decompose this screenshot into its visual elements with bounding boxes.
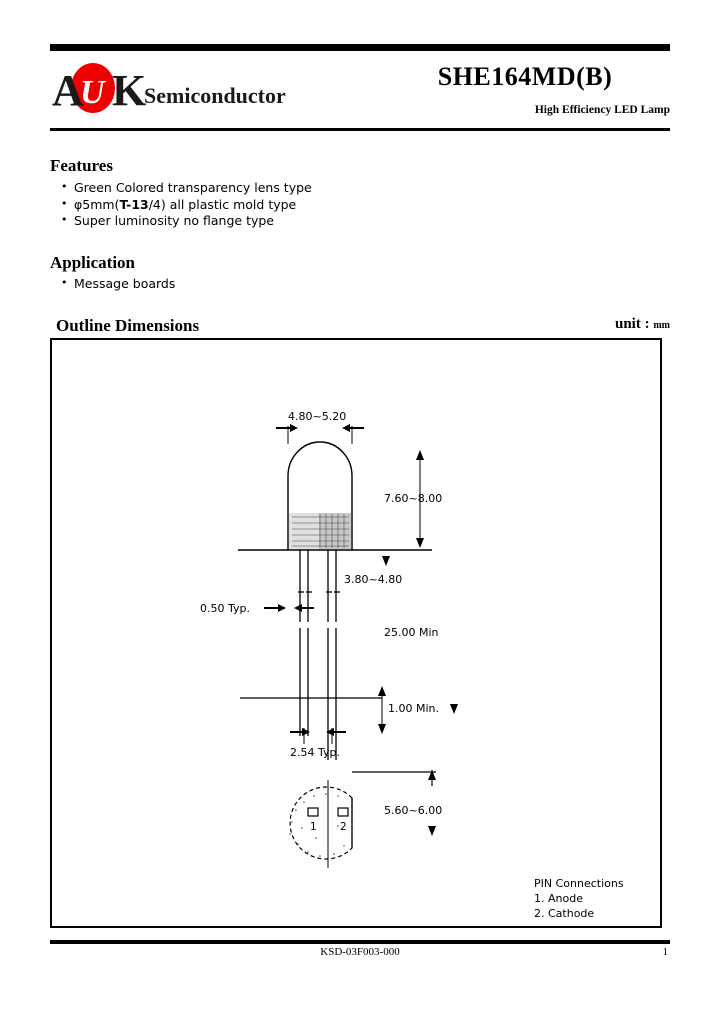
bottom-view-pin1-pad	[307, 807, 319, 817]
led-base-hatch	[289, 513, 351, 549]
dim-body-width-group: 3.80~4.80	[344, 556, 402, 586]
page-title: SHE164MD(B)	[437, 62, 613, 91]
outline-drawing-frame: 4.80~5.20	[50, 338, 662, 928]
dim-lead-length-group: 25.00 Min	[384, 626, 439, 639]
logo-letter-k: K	[112, 66, 146, 115]
footer-page-number: 1	[662, 946, 669, 958]
auk-logo-svg: A U K Semiconductor	[52, 63, 286, 115]
dim-lead-spacing-arrow-left-head	[302, 728, 310, 736]
auk-logo: A U K Semiconductor	[50, 62, 350, 120]
unit-label-value: mm	[653, 320, 670, 331]
logo-wordmark: Semiconductor	[144, 83, 286, 108]
dim-bottom-diameter-group: 5.60~6.00	[352, 770, 442, 836]
bottom-view-stipple	[289, 793, 345, 857]
outline-dimensions-heading: Outline Dimensions	[56, 316, 200, 335]
dim-lead-standoff-tick	[450, 704, 458, 714]
pin-connections-heading: PIN Connections	[534, 877, 624, 890]
feature-item-3-label: Super luminosity no flange type	[74, 213, 274, 228]
bottom-view-pin2-label: 2	[340, 821, 347, 833]
dim-body-height-label: 7.60~8.00	[384, 492, 442, 505]
features-heading: Features	[50, 156, 113, 175]
dim-lead-length-label: 25.00 Min	[384, 626, 439, 639]
dim-body-height-group: 7.60~8.00	[384, 450, 442, 548]
bottom-view-pin2-pad	[337, 807, 349, 817]
logo-red-ellipse	[71, 63, 115, 113]
dim-lead-spacing-group: 2.54 Typ.	[290, 728, 346, 759]
led-leads-group	[298, 550, 340, 760]
bottom-view-circle	[289, 786, 353, 860]
dim-lead-thickness-arrow-left-head	[278, 604, 286, 612]
logo-letter-a: A	[52, 66, 84, 115]
unit-label-text: unit :	[614, 316, 650, 332]
dim-lens-arrow-right-head	[342, 424, 350, 432]
dim-lead-thickness-label: 0.50 Typ.	[200, 602, 250, 615]
dim-lens-diameter-group: 4.80~5.20	[276, 410, 364, 444]
feature-item-1: Green Colored transparency lens type	[58, 179, 312, 197]
dim-lead-standoff-arrow-bottom	[378, 724, 386, 734]
unit-label: unit : mm	[615, 316, 670, 333]
application-item-1: Message boards	[58, 275, 176, 293]
dim-bottom-diameter-label: 5.60~6.00	[384, 804, 442, 817]
application-list: Message boards	[58, 275, 176, 293]
feature-item-2-strong: T-13	[119, 196, 149, 212]
feature-item-2-post: /4) all plastic mold type	[148, 196, 297, 212]
page-subtitle: High Efficiency LED Lamp	[534, 104, 670, 116]
dim-lens-diameter-label: 4.80~5.20	[288, 410, 346, 423]
dim-lead-thickness-arrow-right-head	[294, 604, 302, 612]
dim-body-height-arrow-bottom	[416, 538, 424, 548]
dim-bottom-diameter-arrow-bottom	[428, 826, 436, 836]
bottom-view-pin1-label: 1	[310, 821, 317, 833]
dim-lead-standoff-label: 1.00 Min.	[388, 702, 439, 715]
feature-item-3: Super luminosity no flange type	[58, 212, 312, 230]
dim-bottom-diameter-arrow-top	[428, 770, 436, 780]
feature-item-1-label: Green Colored transparency lens type	[74, 180, 312, 195]
dim-body-width-arrow	[382, 556, 390, 566]
dim-lead-thickness-group: 0.50 Typ.	[200, 602, 314, 615]
dim-lead-standoff-arrow-top	[378, 686, 386, 696]
feature-item-2-pre: φ5mm(	[74, 196, 120, 212]
led-dome-outline	[287, 441, 353, 550]
dim-lead-standoff-group: 1.00 Min.	[240, 686, 458, 734]
dim-lens-arrow-left-head	[290, 424, 298, 432]
pin-connections-note: PIN Connections 1. Anode 2. Cathode	[534, 877, 624, 920]
pin-connections-anode: 1. Anode	[534, 892, 583, 905]
footer-rule	[50, 940, 670, 944]
dim-body-width-label: 3.80~4.80	[344, 573, 402, 586]
header-top-rule	[50, 44, 670, 51]
logo-letter-u: U	[80, 74, 107, 111]
dim-lead-spacing-label: 2.54 Typ.	[290, 746, 340, 759]
footer-document-code: KSD-03F003-000	[320, 946, 400, 958]
led-body-group	[238, 441, 432, 551]
application-heading: Application	[50, 253, 136, 272]
dim-lead-spacing-arrow-right-head	[326, 728, 334, 736]
pin-connections-cathode: 2. Cathode	[534, 907, 594, 920]
feature-item-2: φ5mm(T-13/4) all plastic mold type	[58, 196, 312, 214]
bottom-view-group: 1 2	[289, 780, 353, 868]
features-list: Green Colored transparency lens type φ5m…	[58, 179, 312, 230]
outline-drawing-svg: 4.80~5.20	[200, 410, 624, 920]
dim-body-height-arrow-top	[416, 450, 424, 460]
application-item-1-label: Message boards	[74, 276, 176, 291]
header-bottom-rule	[50, 128, 670, 131]
